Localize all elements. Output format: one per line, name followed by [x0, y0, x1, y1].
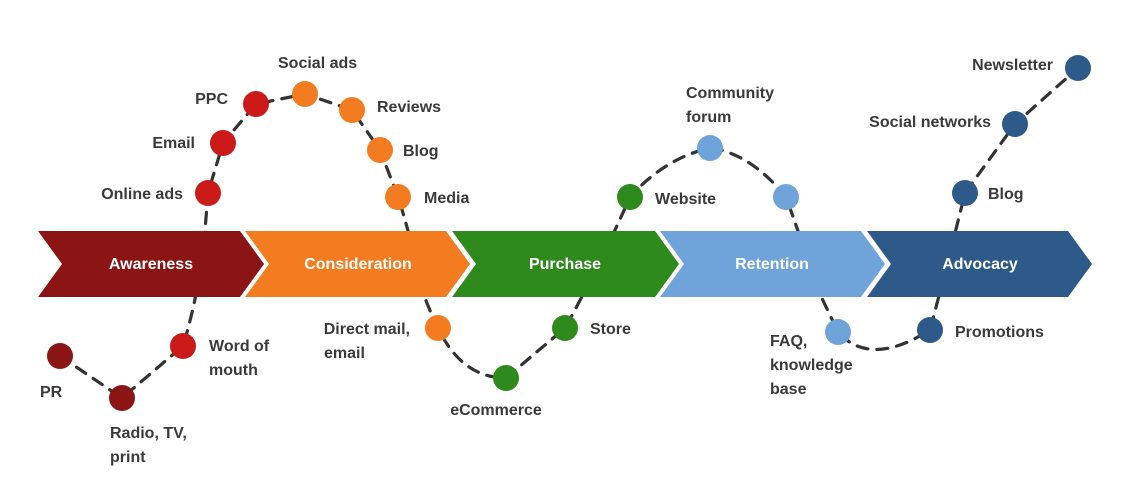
touchpoint-dot-pr: [47, 343, 73, 369]
touchpoint-label-faq-line3: base: [770, 381, 807, 398]
touchpoint-dot-ppc: [243, 91, 269, 117]
touchpoint-dot-direct-mail: [425, 315, 451, 341]
touchpoint-label-wom-line2: mouth: [209, 362, 258, 379]
touchpoint-label-media: Media: [424, 190, 469, 207]
touchpoint-label-online-ads: Online ads: [101, 186, 183, 203]
touchpoint-dot-store: [552, 315, 578, 341]
touchpoint-dot-community-forum: [697, 135, 723, 161]
touchpoint-label-ecommerce: eCommerce: [450, 402, 542, 419]
stage-label-retention: Retention: [735, 256, 809, 273]
touchpoint-label-social-networks: Social networks: [869, 114, 991, 131]
stage-label-awareness: Awareness: [109, 256, 193, 273]
stage-arrow-consideration: [245, 231, 470, 297]
touchpoint-label-direct-line2: email: [324, 345, 365, 362]
touchpoint-label-promotions: Promotions: [955, 324, 1044, 341]
touchpoint-dot-reviews: [339, 97, 365, 123]
touchpoint-label-direct-line1: Direct mail,: [324, 321, 410, 338]
touchpoint-dot-word-of-mouth: [170, 333, 196, 359]
touchpoint-dot-email: [210, 130, 236, 156]
touchpoint-dot-blog: [367, 137, 393, 163]
touchpoint-label-faq-line1: FAQ,: [770, 333, 807, 350]
touchpoint-label-newsletter: Newsletter: [972, 57, 1053, 74]
touchpoint-label-community-line2: forum: [686, 109, 731, 126]
touchpoint-label-store: Store: [590, 321, 631, 338]
touchpoint-dot-social-networks: [1002, 111, 1028, 137]
touchpoint-label-faq-line2: knowledge: [770, 357, 853, 374]
stage-arrow-purchase: [452, 231, 679, 297]
touchpoint-dot-radio-tv-print: [109, 385, 135, 411]
stage-arrow-advocacy: [867, 231, 1092, 297]
journey-path: [58, 66, 1080, 401]
touchpoint-label-email: Email: [152, 135, 195, 152]
touchpoint-dot-promotions: [917, 317, 943, 343]
stage-label-consideration: Consideration: [304, 256, 412, 273]
touchpoint-label-advocacy-blog: Blog: [988, 186, 1024, 203]
stage-arrow-retention: [660, 231, 885, 297]
stage-label-advocacy: Advocacy: [942, 256, 1018, 273]
touchpoint-label-community-line1: Community: [686, 85, 774, 102]
touchpoint-dot-online-ads: [195, 180, 221, 206]
stage-arrow-awareness: [38, 231, 264, 297]
touchpoint-label-wom-line1: Word of: [209, 338, 270, 355]
stage-arrows: [38, 231, 1092, 297]
touchpoint-label-pr: PR: [40, 384, 63, 401]
touchpoint-dot-media: [385, 184, 411, 210]
touchpoint-label-radio-line2: print: [110, 449, 146, 466]
touchpoint-dot-retention-top: [773, 184, 799, 210]
touchpoint-label-social-ads: Social ads: [278, 55, 357, 72]
touchpoint-label-website: Website: [655, 191, 716, 208]
touchpoint-dot-ecommerce: [493, 365, 519, 391]
touchpoint-label-reviews: Reviews: [377, 99, 441, 116]
touchpoint-dot-advocacy-blog: [952, 180, 978, 206]
touchpoint-dot-newsletter: [1065, 55, 1091, 81]
touchpoint-label-blog: Blog: [403, 143, 439, 160]
stage-label-purchase: Purchase: [529, 256, 601, 273]
touchpoint-dot-faq: [825, 319, 851, 345]
touchpoint-dot-website: [617, 184, 643, 210]
touchpoint-dot-social-ads: [292, 81, 318, 107]
touchpoint-label-ppc: PPC: [195, 91, 228, 108]
touchpoint-label-radio-line1: Radio, TV,: [110, 425, 187, 442]
